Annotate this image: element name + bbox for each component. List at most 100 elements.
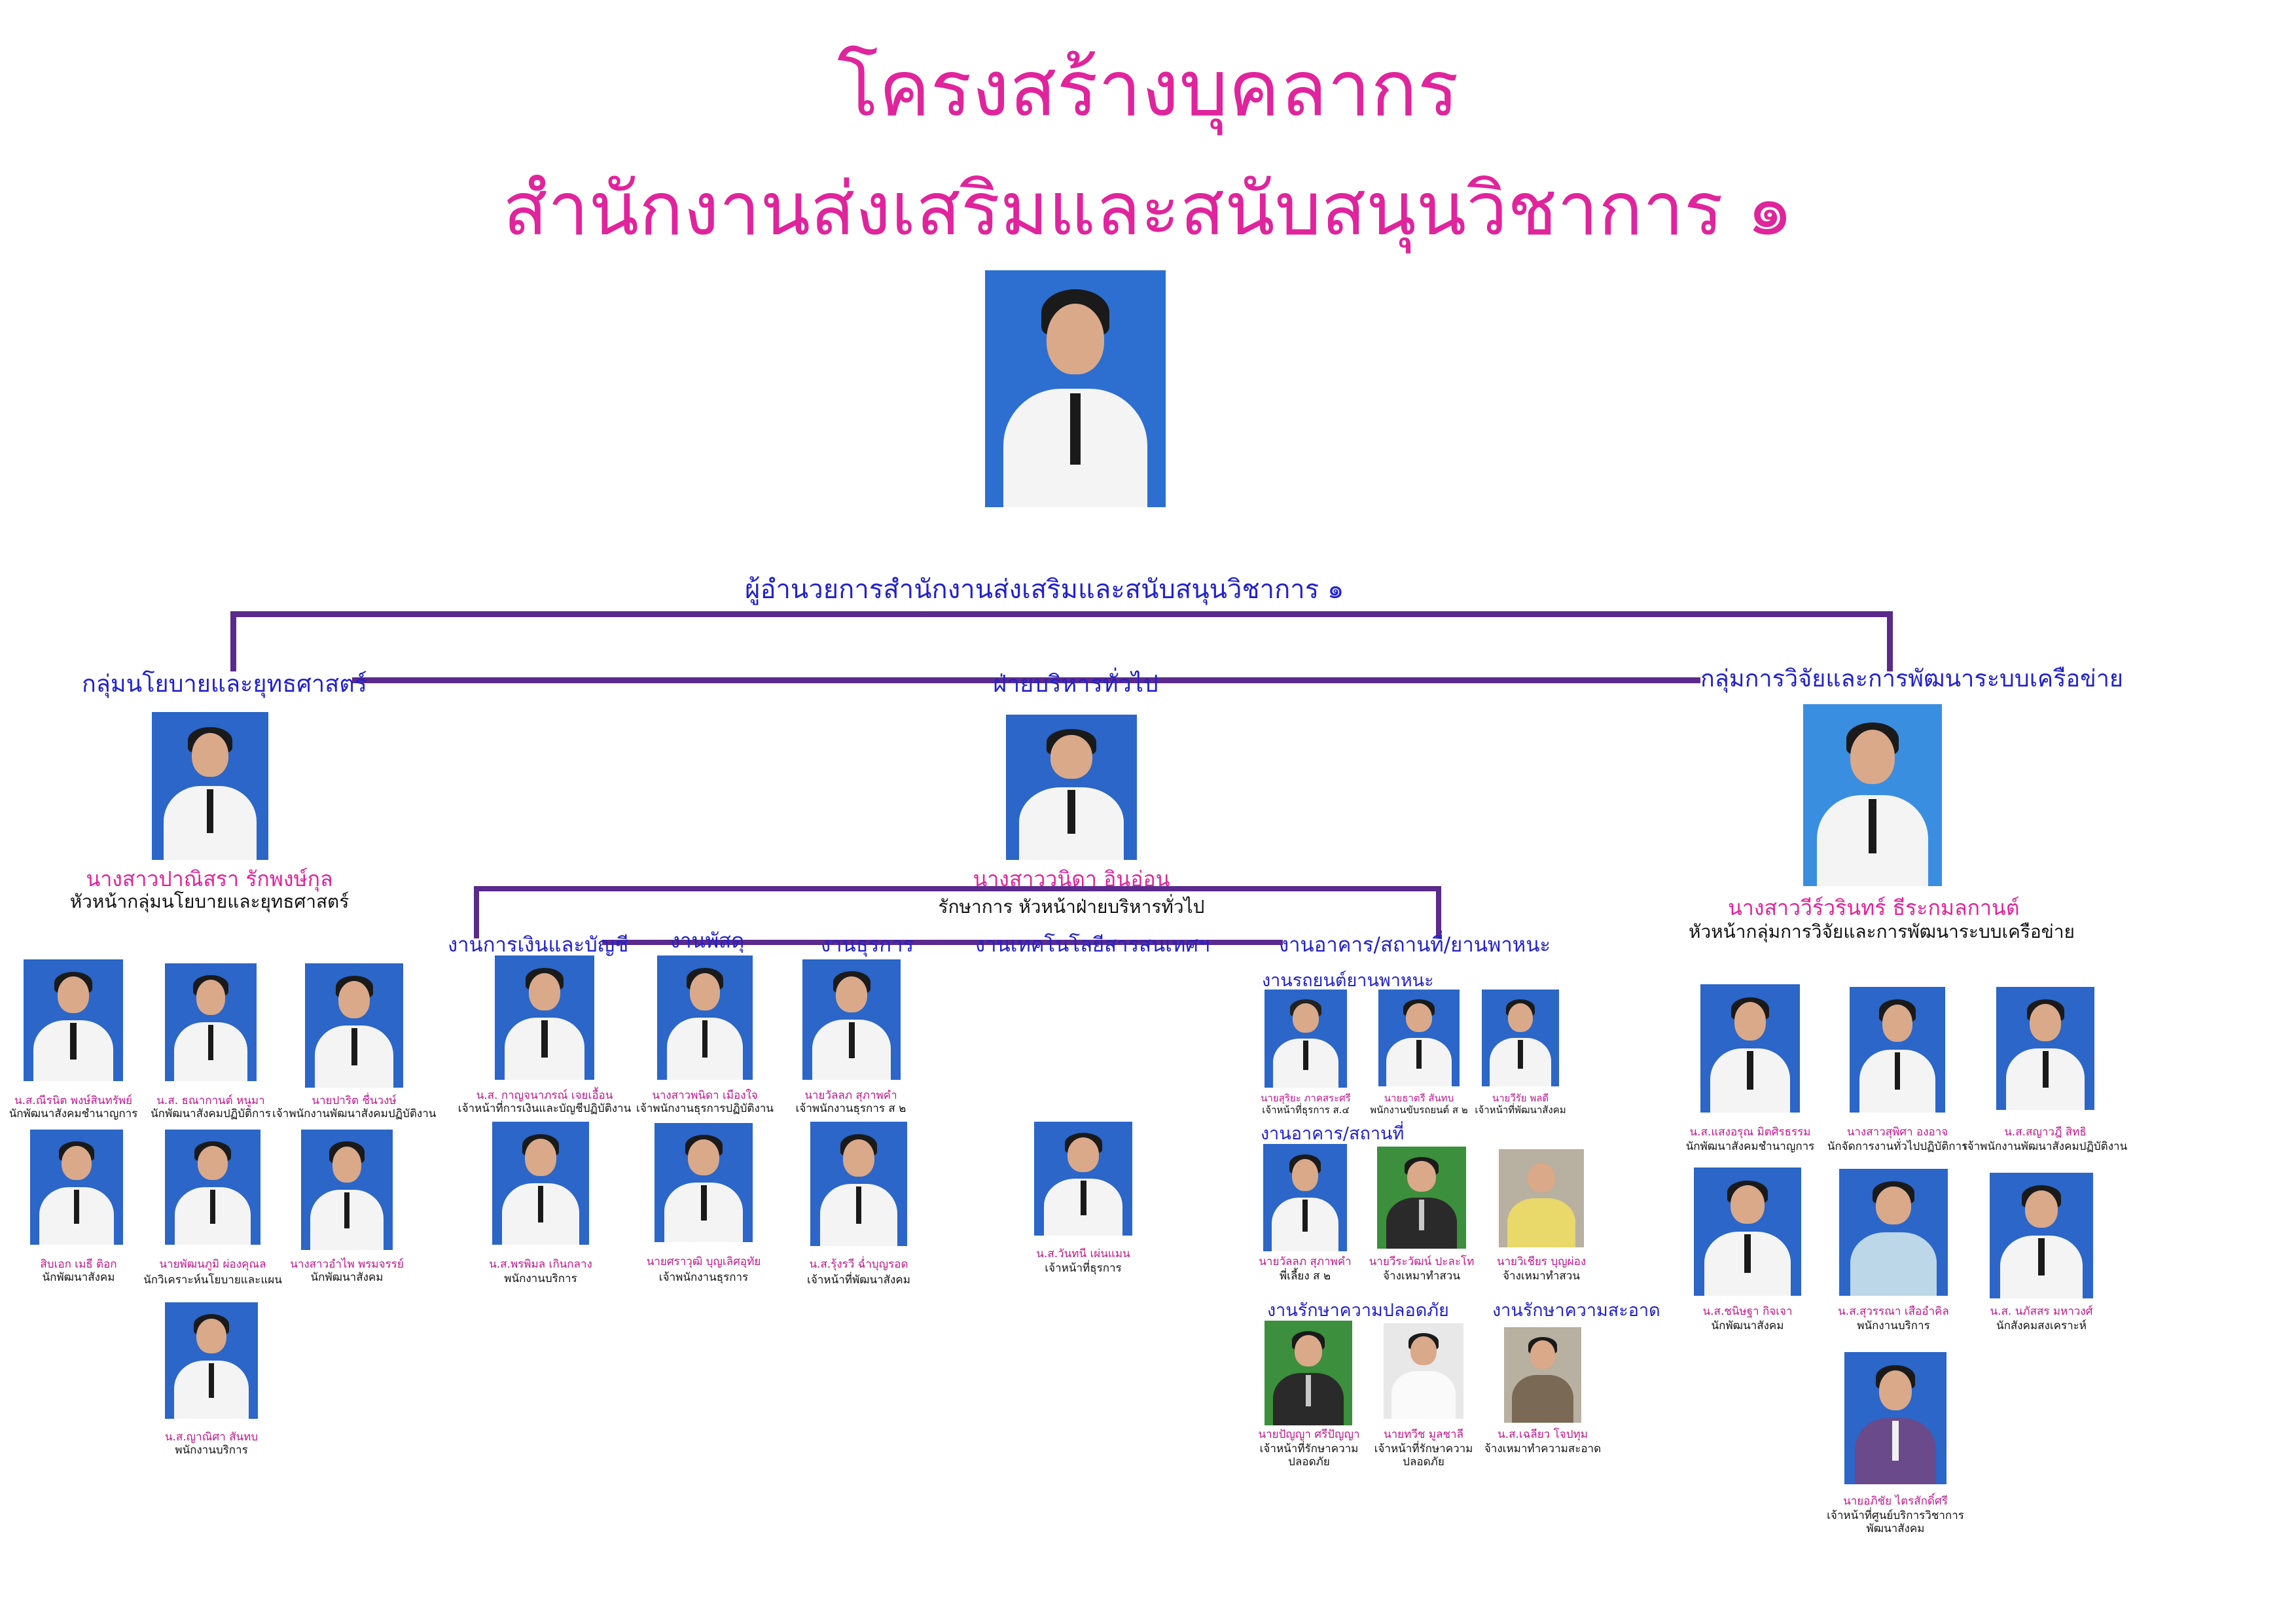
staff-name: นางสาวสุพิศา องอาจ — [1846, 1126, 1948, 1139]
page-subtitle: สำนักงานส่งเสริมและสนับสนุนวิชาการ ๑ — [503, 167, 1793, 252]
staff-role: จ้างเหมาทำสวน — [1503, 1270, 1580, 1283]
staff-name: น.ส. กาญจนาภรณ์ เจยเอื้อน — [476, 1089, 613, 1102]
staff-role: นักสังคมสงเคราะห์ — [1996, 1319, 2087, 1332]
staff-role: เจ้าพนักงานพัฒนาสังคมปฏิบัติงาน — [272, 1107, 437, 1120]
admin-sub-connector — [474, 886, 1441, 891]
admin-head-photo — [1006, 715, 1137, 860]
admin-section-line — [602, 940, 1283, 945]
staff-role: เจ้าพนักงานพัฒนาสังคมปฏิบัติงาน — [1963, 1140, 2128, 1153]
staff-photo — [1504, 1327, 1581, 1423]
staff-photo — [1482, 990, 1559, 1086]
admin-sub-right-drop — [1436, 886, 1441, 938]
staff-role: เจ้าพนักงานธุรการ — [658, 1271, 749, 1284]
staff-photo — [657, 955, 753, 1080]
policy-head-photo — [152, 712, 268, 860]
staff-photo — [301, 1130, 393, 1250]
staff-name: น.ส. นภัสสร มหาวงศ์ — [1990, 1305, 2093, 1318]
staff-name: นายวัลลภ สุภาพคำ — [804, 1089, 897, 1102]
staff-role: นักพัฒนาสังคม — [1711, 1319, 1784, 1332]
staff-role: เจ้าหน้าที่ธุรการ — [1045, 1262, 1122, 1275]
staff-name: น.ส.แสงอรุณ มิตศิรธรรม — [1689, 1126, 1811, 1139]
section-supply: งานพัสดุ — [670, 929, 745, 953]
research-head-role: หัวหน้ากลุ่มการวิจัยและการพัฒนาระบบเครือ… — [1689, 921, 2075, 942]
director-photo — [985, 270, 1166, 507]
staff-role: นักพัฒนาสังคมปฏิบัติการ — [151, 1107, 271, 1120]
staff-name: น.ส.ชนิษฐา กิจเจา — [1702, 1305, 1793, 1318]
research-head-name: นางสาววีร์วรินทร์ ธีระกมลกานต์ — [1728, 895, 2020, 920]
staff-photo — [495, 955, 594, 1080]
staff-role: นักพัฒนาสังคมชำนาญการ — [1685, 1140, 1815, 1153]
staff-role: นักวิเคราะห์นโยบายและแผน — [143, 1274, 282, 1287]
staff-role: เจ้าหน้าที่ศูนย์บริการวิชาการพัฒนาสังคม — [1827, 1509, 1964, 1535]
staff-name: นายวีรัย พลดี — [1492, 1092, 1549, 1104]
connector-groups — [352, 677, 1700, 683]
staff-name: นายศราวุฒิ บุญเลิศอุทัย — [646, 1255, 761, 1268]
connector-left-drop — [230, 611, 236, 671]
staff-photo — [802, 959, 901, 1080]
staff-photo — [1499, 1149, 1584, 1247]
staff-name: นายวิเชียร บุญผ่อง — [1496, 1255, 1587, 1268]
staff-name: นางสาวอำไพ พรมจรรย์ — [290, 1258, 404, 1271]
staff-role: เจ้าหน้าที่ธุรการ ส.๔ — [1262, 1104, 1350, 1116]
staff-photo — [165, 1130, 260, 1245]
staff-role: เจ้าพนักงานธุรการ ส ๒ — [795, 1102, 906, 1115]
research-head-photo — [1803, 704, 1942, 886]
director-title: ผู้อำนวยการสำนักงานส่งเสริมและสนับสนุนวิ… — [745, 575, 1344, 605]
staff-photo — [165, 963, 257, 1081]
group-policy-label: กลุ่มนโยบายและยุทธศาสตร์ — [82, 671, 367, 698]
staff-name: น.ส.ณีรนิต พงษ์สินทรัพย์ — [14, 1094, 132, 1107]
staff-name: น.ส.วันทนี เผ่นแมน — [1036, 1247, 1130, 1260]
staff-photo — [1034, 1122, 1132, 1236]
section-building: งานอาคาร/สถานที่/ยานพาหนะ — [1279, 933, 1551, 957]
staff-photo — [30, 1130, 123, 1245]
staff-role: เจ้าหน้าที่การเงินและบัญชีปฏิบัติงาน — [457, 1102, 632, 1115]
staff-name: นายวัลลภ สุภาพคำ — [1259, 1255, 1352, 1268]
staff-name: นายปาริต ชื่นวงษ์ — [312, 1094, 397, 1107]
admin-head-role: รักษาการ หัวหน้าฝ่ายบริหารทั่วไป — [938, 896, 1205, 918]
section-cleaning: งานรักษาความสะอาด — [1492, 1300, 1660, 1321]
staff-role: นักพัฒนาสังคม — [42, 1271, 115, 1284]
section-building2: งานอาคาร/สถานที่ — [1261, 1124, 1405, 1144]
staff-role: จ้างเหมาทำความสะอาด — [1484, 1442, 1602, 1455]
staff-photo — [1378, 990, 1460, 1086]
group-admin-label: ฝ่ายบริหารทั่วไป — [993, 671, 1158, 698]
staff-photo — [492, 1122, 589, 1245]
page-title: โครงสร้างบุคลากร — [837, 43, 1459, 134]
staff-name: นายวีระวัฒน์ ปะละโท — [1369, 1255, 1475, 1268]
policy-head-role: หัวหน้ากลุ่มนโยบายและยุทธศาสตร์ — [69, 891, 350, 912]
staff-role: เจ้าหน้าที่พัฒนาสังคม — [807, 1274, 910, 1287]
staff-photo — [24, 959, 123, 1081]
section-finance: งานการเงินและบัญชี — [448, 933, 629, 957]
staff-name: นายธาตรี สันทบ — [1384, 1092, 1454, 1104]
staff-name: น.ส.ญาณิศา สันทบ — [164, 1431, 259, 1444]
staff-photo — [1850, 987, 1945, 1113]
staff-name: น.ส.เฉลียว โจปทุม — [1498, 1428, 1588, 1441]
staff-role: พนักงานบริการ — [175, 1444, 248, 1457]
section-security: งานรักษาความปลอดภัย — [1267, 1300, 1449, 1321]
staff-photo — [810, 1122, 907, 1246]
section-it: งานเทคโนโลยีสารสนเทศฯ — [975, 933, 1210, 957]
group-research-label: กลุ่มการวิจัยและการพัฒนาระบบเครือข่าย — [1700, 666, 2123, 692]
staff-photo — [1700, 984, 1800, 1113]
staff-name: นายสุริยะ ภาคสระศรี — [1261, 1092, 1351, 1104]
staff-photo — [1990, 1173, 2093, 1298]
staff-role: จ้างเหมาทำสวน — [1383, 1270, 1460, 1283]
staff-name: น.ส.รุ้งรวี ฉ่ำบุญรอด — [809, 1258, 908, 1271]
connector-top — [230, 611, 1893, 617]
staff-name: น.ส.สญาวฎี สิทธิ — [2004, 1126, 2087, 1139]
admin-sub-left-drop — [474, 886, 479, 938]
staff-photo — [1384, 1323, 1463, 1419]
staff-name: นายพัฒนภูมิ ผ่องคุณล — [159, 1258, 266, 1271]
staff-photo — [1265, 1321, 1352, 1425]
staff-photo — [1844, 1352, 1946, 1484]
section-general: งานธุรการ — [821, 933, 914, 957]
staff-name: นายอภิชัย ไตรสักดิ์ศรี — [1843, 1495, 1948, 1508]
staff-role: พนักงานขับรถยนต์ ส ๒ — [1370, 1104, 1468, 1116]
staff-photo — [1694, 1168, 1801, 1296]
staff-role: เจ้าหน้าที่รักษาความปลอดภัย — [1259, 1442, 1359, 1469]
staff-photo — [1263, 1144, 1347, 1251]
staff-role: นักพัฒนาสังคม — [310, 1271, 384, 1284]
staff-role: พนักงานบริการ — [504, 1272, 577, 1285]
staff-name: น.ส.สุวรรณา เสืออำคิล — [1838, 1305, 1949, 1318]
staff-role: เจ้าหน้าที่รักษาความปลอดภัย — [1374, 1442, 1473, 1469]
